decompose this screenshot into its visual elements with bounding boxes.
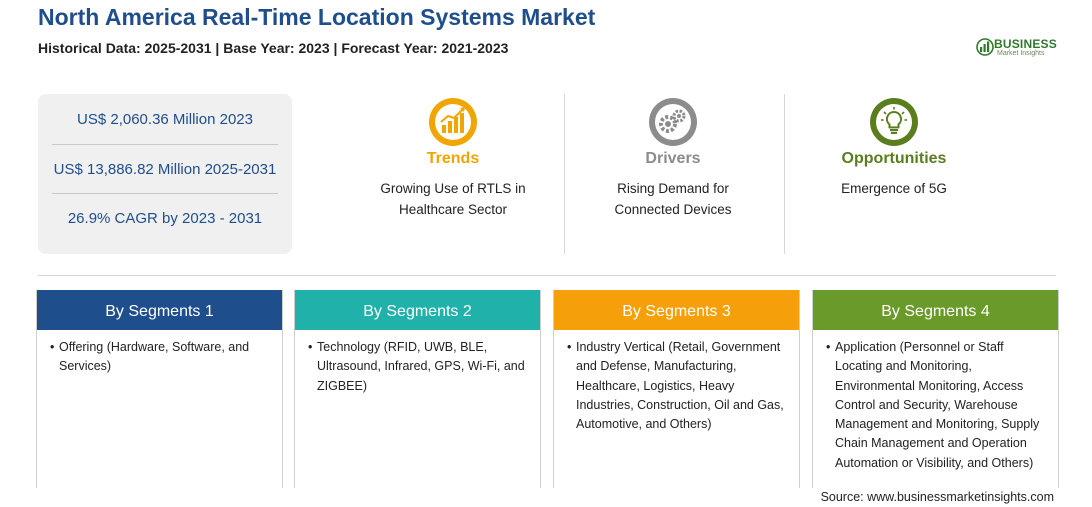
page-subtitle: Historical Data: 2025-2031 | Base Year: … bbox=[38, 40, 509, 56]
section-divider bbox=[38, 275, 1056, 276]
lightbulb-icon bbox=[870, 98, 918, 146]
stat-divider bbox=[52, 193, 278, 194]
drivers-heading: Drivers bbox=[645, 150, 701, 167]
trends-column: Trends Growing Use of RTLS in Healthcare… bbox=[353, 94, 553, 254]
segment-3-item: Industry Vertical (Retail, Government an… bbox=[576, 340, 784, 432]
market-stats-panel: US$ 2,060.36 Million 2023 US$ 13,886.82 … bbox=[38, 94, 292, 254]
gears-icon bbox=[649, 98, 697, 146]
column-divider bbox=[784, 94, 785, 254]
opportunities-column: Opportunities Emergence of 5G bbox=[794, 94, 994, 254]
segment-card-4: By Segments 4 • Application (Personnel o… bbox=[812, 290, 1059, 488]
source-note: Source: www.businessmarketinsights.com bbox=[820, 490, 1054, 504]
page-title: North America Real-Time Location Systems… bbox=[38, 4, 596, 30]
opportunities-heading: Opportunities bbox=[841, 150, 947, 167]
segment-1-item: Offering (Hardware, Software, and Servic… bbox=[59, 340, 250, 374]
segment-4-body: • Application (Personnel or Staff Locati… bbox=[813, 330, 1058, 473]
stat-divider bbox=[52, 144, 278, 145]
segment-4-item: Application (Personnel or Staff Locating… bbox=[835, 340, 1040, 470]
logo-name: BUSINESS bbox=[994, 37, 1057, 51]
segment-3-body: • Industry Vertical (Retail, Government … bbox=[554, 330, 799, 434]
bullet-icon: • bbox=[567, 340, 572, 354]
column-divider bbox=[564, 94, 565, 254]
segment-1-title: By Segments 1 bbox=[37, 290, 282, 330]
segment-card-3: By Segments 3 • Industry Vertical (Retai… bbox=[553, 290, 800, 488]
bullet-icon: • bbox=[826, 340, 831, 354]
segment-card-1: By Segments 1 • Offering (Hardware, Soft… bbox=[36, 290, 283, 488]
brand-logo: BUSINESS Market Insights bbox=[975, 35, 1060, 61]
drivers-column: Drivers Rising Demand for Connected Devi… bbox=[573, 94, 773, 254]
segment-4-title: By Segments 4 bbox=[813, 290, 1058, 330]
stat-forecast-size: US$ 13,886.82 Million 2025-2031 bbox=[53, 161, 277, 178]
bullet-icon: • bbox=[308, 340, 313, 354]
drivers-text: Rising Demand for Connected Devices bbox=[614, 181, 732, 217]
bullet-icon: • bbox=[50, 340, 55, 354]
trends-text: Growing Use of RTLS in Healthcare Sector bbox=[380, 181, 526, 217]
globe-chart-icon bbox=[976, 38, 994, 56]
stat-cagr: 26.9% CAGR by 2023 - 2031 bbox=[67, 210, 263, 227]
segment-3-title: By Segments 3 bbox=[554, 290, 799, 330]
logo-tagline: Market Insights bbox=[997, 50, 1045, 57]
segment-2-item: Technology (RFID, UWB, BLE, Ultrasound, … bbox=[317, 340, 525, 393]
trends-heading: Trends bbox=[426, 150, 480, 167]
stat-market-size: US$ 2,060.36 Million 2023 bbox=[77, 111, 253, 128]
opportunities-text: Emergence of 5G bbox=[841, 181, 947, 196]
segment-card-2: By Segments 2 • Technology (RFID, UWB, B… bbox=[294, 290, 541, 488]
segment-2-title: By Segments 2 bbox=[295, 290, 540, 330]
segment-1-body: • Offering (Hardware, Software, and Serv… bbox=[37, 330, 282, 377]
segment-2-body: • Technology (RFID, UWB, BLE, Ultrasound… bbox=[295, 330, 540, 396]
trend-chart-icon bbox=[429, 98, 477, 146]
